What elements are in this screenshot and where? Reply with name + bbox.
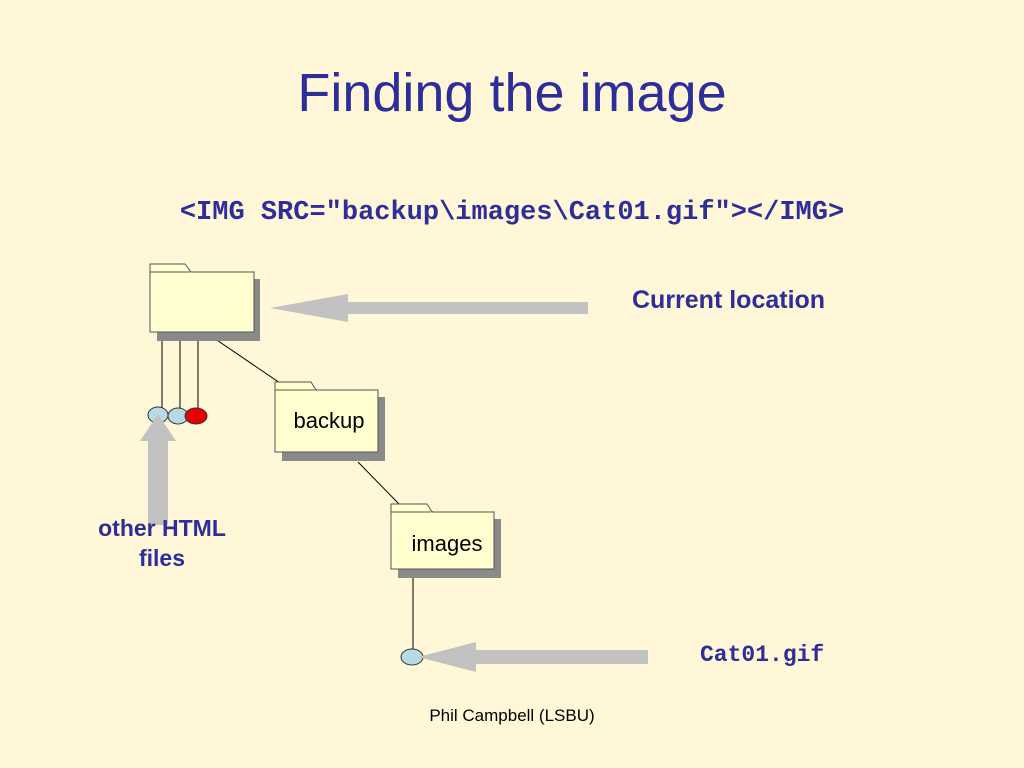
current-location-label: Current location — [632, 286, 826, 314]
images-folder-label: images — [412, 531, 483, 556]
arrows — [140, 294, 648, 672]
cat-file-arrow — [418, 642, 648, 672]
other-html-files-line2: files — [138, 545, 186, 571]
images-folder-icon: images — [390, 503, 501, 578]
other-html-files-label: other HTML files — [78, 513, 246, 573]
slide-title: Finding the image — [297, 63, 727, 123]
other-html-files-line1: other HTML — [98, 515, 226, 541]
root-folder-icon — [149, 263, 260, 341]
backup-folder-label: backup — [294, 408, 365, 433]
img-tag-code: <IMG SRC="backup\images\Cat01.gif"></IMG… — [179, 198, 845, 228]
tree-connectors — [161, 331, 414, 650]
current-location-arrow — [270, 294, 588, 322]
backup-folder-icon: backup — [274, 381, 385, 461]
connector-images — [357, 461, 401, 506]
slide-footer: Phil Campbell (LSBU) — [429, 706, 595, 725]
target-file-label: Cat01.gif — [700, 642, 825, 668]
current-file-node — [184, 407, 208, 425]
other-files-arrow — [140, 414, 176, 525]
